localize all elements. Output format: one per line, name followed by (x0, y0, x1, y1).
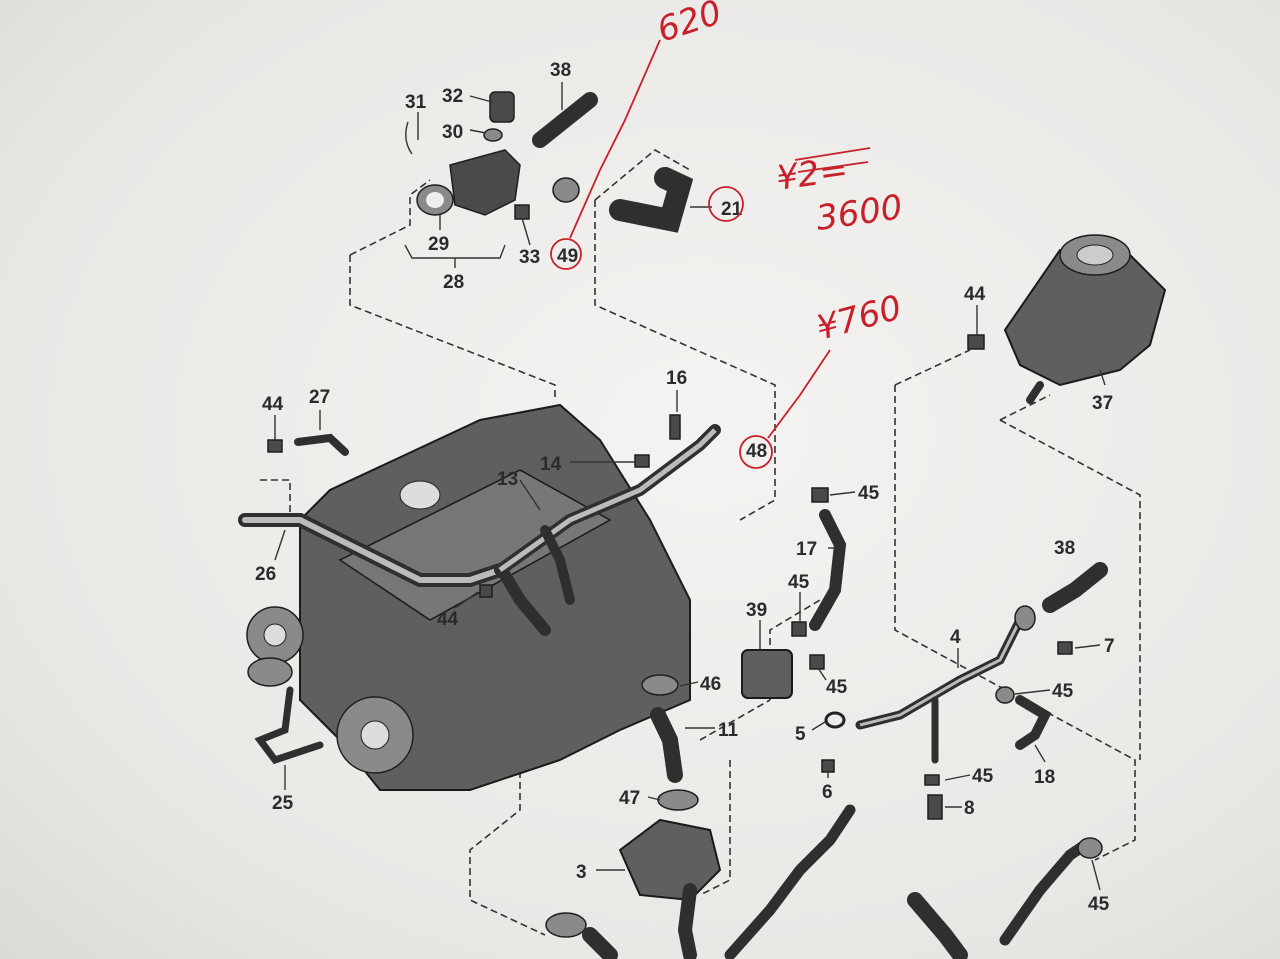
callout-45-c: 45 (972, 766, 994, 787)
callout-38: 38 (550, 60, 571, 81)
coolant-pipes (238, 414, 721, 765)
strike-line-2 (797, 161, 869, 173)
callout-11: 11 (718, 720, 739, 741)
circle-mark-21 (708, 186, 744, 222)
callout-29: 29 (428, 234, 449, 255)
callout-4: 4 (950, 627, 961, 648)
handwritten-annotations: 620 ¥2= 3600 ¥760 (550, 0, 906, 469)
callout-28: 28 (443, 272, 464, 293)
callout-32: 32 (442, 86, 463, 107)
water-pump-assembly (545, 674, 1103, 959)
callout-47: 47 (619, 788, 640, 809)
callout-13: 13 (497, 469, 518, 490)
callout-45-b: 45 (1052, 681, 1074, 702)
ink-leader-49 (569, 39, 661, 239)
callout-45-a: 45 (858, 483, 880, 504)
note-3600: 3600 (814, 187, 905, 239)
callout-18: 18 (1034, 767, 1055, 788)
callout-3: 3 (576, 862, 587, 883)
circle-mark-48 (739, 435, 773, 469)
callout-39: 39 (746, 600, 767, 621)
callout-5: 5 (795, 724, 806, 745)
callout-49: 49 (557, 246, 578, 267)
strike-line-1 (794, 147, 871, 161)
ink-leader-48 (767, 349, 831, 439)
thermostat-housing-assembly (405, 91, 694, 233)
callout-labels: 31 32 30 38 29 28 33 49 21 44 27 16 14 1… (255, 60, 1115, 915)
callout-26: 26 (255, 564, 276, 585)
leader-lines (274, 82, 1106, 891)
callout-48: 48 (746, 441, 767, 462)
callout-8: 8 (964, 798, 975, 819)
callout-16: 16 (666, 368, 687, 389)
callout-7: 7 (1104, 636, 1115, 657)
engine-block (246, 403, 691, 791)
callout-30: 30 (442, 122, 463, 143)
callout-14: 14 (540, 454, 562, 475)
callout-44-left: 44 (262, 394, 284, 415)
callout-44-engine: 44 (437, 609, 459, 630)
callout-27: 27 (309, 387, 330, 408)
coolant-expansion-tank (967, 234, 1167, 404)
note-620: 620 (652, 0, 726, 51)
callout-45-f: 45 (1088, 894, 1110, 915)
callout-25: 25 (272, 793, 294, 814)
circle-mark-49 (550, 238, 582, 270)
right-hoses-and-pipe (741, 487, 1108, 820)
callout-46: 46 (700, 674, 721, 695)
callout-44-top: 44 (964, 284, 986, 305)
callout-37: 37 (1092, 393, 1113, 414)
callout-17: 17 (796, 539, 817, 560)
callout-6: 6 (822, 782, 833, 803)
callout-31: 31 (405, 92, 427, 113)
note-760: ¥760 (812, 288, 906, 349)
callout-38-right: 38 (1054, 538, 1075, 559)
callout-33: 33 (519, 247, 540, 268)
callout-45-d: 45 (788, 572, 810, 593)
callout-21: 21 (721, 199, 743, 220)
callout-45-e: 45 (826, 677, 848, 698)
